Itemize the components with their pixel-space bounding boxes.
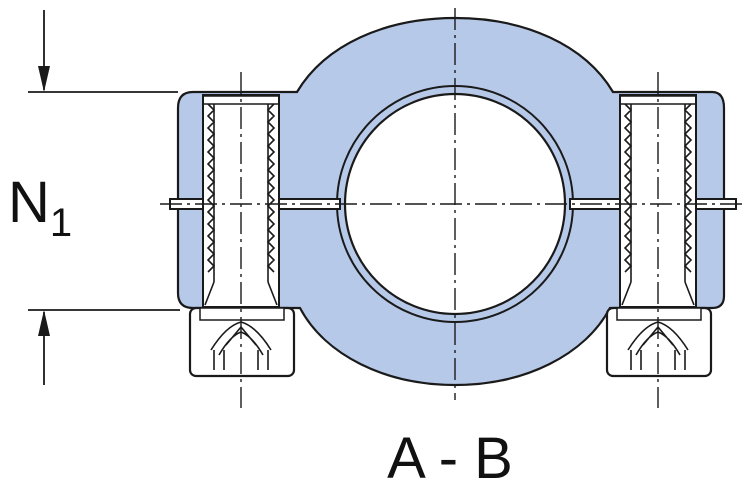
dimension-label: N1	[8, 170, 72, 245]
right-bolt	[619, 94, 697, 308]
dimension-label-subscript: 1	[50, 201, 72, 245]
dimension-label-main: N	[8, 170, 50, 235]
left-bolt-head	[188, 306, 296, 378]
right-bolt-head	[605, 306, 713, 378]
dimension-n1	[28, 10, 180, 385]
clamp-body	[176, 16, 726, 387]
left-bolt	[202, 94, 280, 308]
center-lines	[160, 8, 745, 408]
section-label: A - B	[387, 426, 513, 491]
